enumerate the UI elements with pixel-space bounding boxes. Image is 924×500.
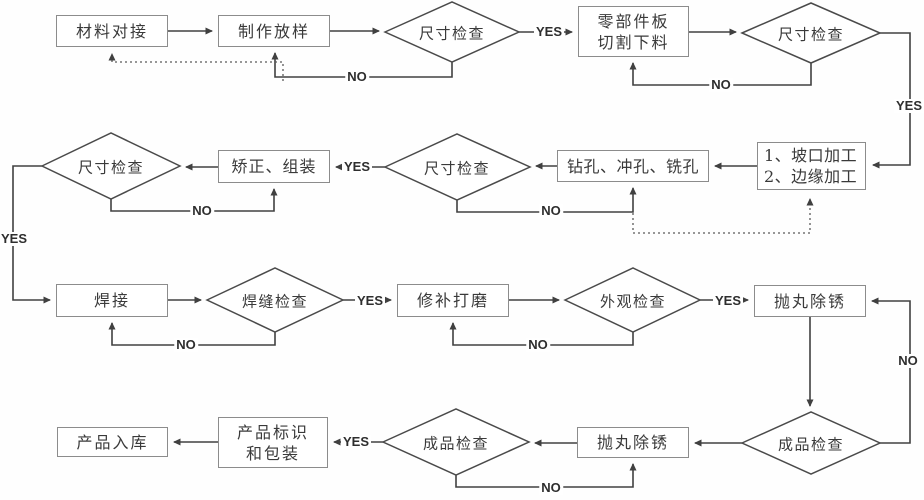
node-shot-blasting-2: 抛丸除锈 <box>577 427 689 458</box>
no-label-fincheck2: NO <box>896 353 920 368</box>
diamond-label-size-check-3: 尺寸检查 <box>77 158 145 177</box>
diamond-size-check-2 <box>740 2 882 64</box>
node-label-line2: 和包装 <box>245 443 300 463</box>
diamond-size-check-4 <box>383 133 532 201</box>
node-label: 制作放样 <box>237 21 310 41</box>
node-label-line1: 产品标识 <box>236 422 309 442</box>
node-label: 修补打磨 <box>416 291 489 310</box>
diamond-size-check-1 <box>383 1 521 63</box>
dotted-rework-to-edgeproc <box>632 198 814 234</box>
node-product-storage: 产品入库 <box>57 427 168 457</box>
diamond-finished-check-2 <box>740 411 882 475</box>
yes-label-weldcheck: YES <box>354 293 386 308</box>
yes-label-check1: YES <box>533 24 565 39</box>
diamond-appearance-check <box>563 267 702 333</box>
node-label: 钻孔、冲孔、铣孔 <box>566 156 699 176</box>
no-label-weldcheck: NO <box>174 337 198 352</box>
diamond-size-check-3 <box>40 132 182 200</box>
diamond-finished-check-1 <box>381 408 531 476</box>
yes-label-fincheck1: YES <box>340 434 372 449</box>
yes-label-appcheck: YES <box>712 293 744 308</box>
node-straighten-assemble: 矫正、组装 <box>218 150 330 183</box>
no-label-check3: NO <box>190 203 214 218</box>
node-label-line1: 零部件板 <box>597 11 670 31</box>
node-welding: 焊接 <box>56 284 168 317</box>
node-lofting: 制作放样 <box>218 15 330 47</box>
diamond-label-appearance-check: 外观检查 <box>599 292 667 311</box>
diamond-weld-seam-check <box>205 267 345 333</box>
node-label: 焊接 <box>93 291 130 310</box>
no-label-check4: NO <box>539 203 563 218</box>
diamond-label-finished-check-2: 成品检查 <box>777 435 845 454</box>
diamond-label-size-check-4: 尺寸检查 <box>423 159 491 178</box>
arrow-fincheck2-no-blasting1 <box>871 297 911 444</box>
node-label: 产品入库 <box>76 432 149 452</box>
node-label-line2: 2、边缘加工 <box>764 167 858 186</box>
node-bevel-edge-processing: 1、坡口加工 2、边缘加工 <box>757 142 866 190</box>
no-label-fincheck1: NO <box>539 480 563 495</box>
no-label-appcheck: NO <box>526 337 550 352</box>
node-label: 矫正、组装 <box>231 157 317 176</box>
node-label-line1: 1、坡口加工 <box>764 146 858 165</box>
diamond-label-size-check-1: 尺寸检查 <box>418 24 486 43</box>
node-material-docking: 材料对接 <box>56 15 168 47</box>
diamond-label-finished-check-1: 成品检查 <box>422 434 490 453</box>
yes-label-check3: YES <box>0 231 30 246</box>
no-label-check1: NO <box>345 69 369 84</box>
node-label: 抛丸除锈 <box>773 291 846 311</box>
no-label-check2: NO <box>709 77 733 92</box>
node-shot-blasting-1: 抛丸除锈 <box>754 285 866 317</box>
node-parts-cutting: 零部件板 切割下料 <box>578 6 689 57</box>
dotted-rework-to-material <box>108 53 284 81</box>
diamond-label-size-check-2: 尺寸检查 <box>777 25 845 44</box>
diamond-label-weld-seam-check: 焊缝检查 <box>241 292 309 311</box>
node-product-labeling-packaging: 产品标识 和包装 <box>218 417 328 468</box>
yes-label-check2: YES <box>893 98 924 113</box>
node-label-line2: 切割下料 <box>597 32 670 52</box>
node-label: 抛丸除锈 <box>596 433 669 452</box>
yes-label-check4: YES <box>341 159 373 174</box>
node-drilling-punching-milling: 钻孔、冲孔、铣孔 <box>557 150 709 182</box>
node-label: 材料对接 <box>75 21 148 41</box>
node-repair-grinding: 修补打磨 <box>397 284 509 317</box>
